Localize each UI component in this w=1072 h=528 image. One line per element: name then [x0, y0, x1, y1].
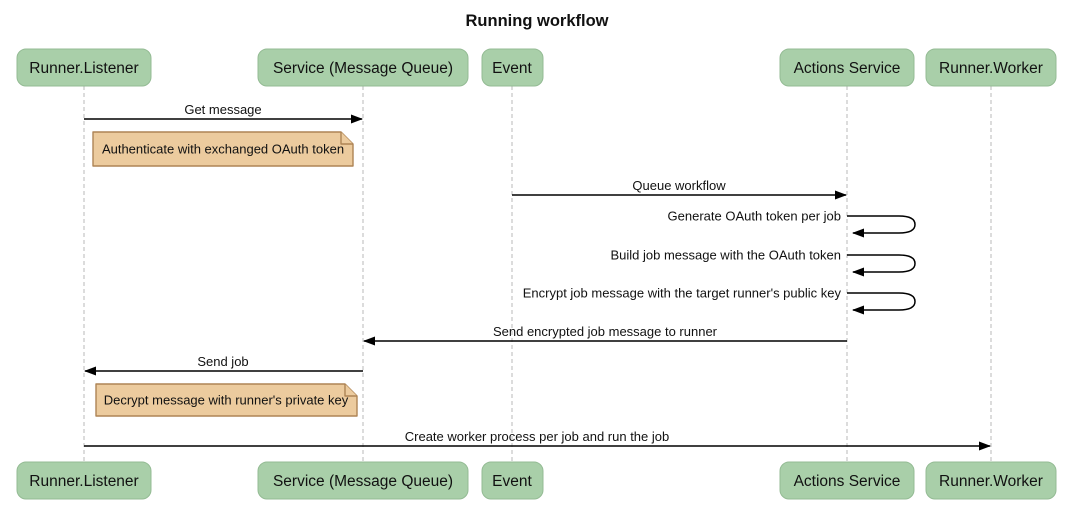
actor-runner-listener-bottom: Runner.Listener [16, 461, 152, 500]
actor-box [257, 461, 469, 500]
message-queue-workflow: Queue workflow [512, 178, 847, 200]
message-label: Queue workflow [632, 178, 726, 193]
self-loop-arrow [847, 254, 916, 277]
message-label: Encrypt job message with the target runn… [523, 286, 842, 301]
self-loop-arrow [847, 215, 916, 238]
actor-box [16, 48, 152, 87]
actor-label: Service (Message Queue) [273, 473, 453, 490]
actor-label: Event [492, 473, 532, 490]
actor-label: Actions Service [794, 60, 901, 77]
note-label: Decrypt message with runner's private ke… [104, 393, 349, 408]
message-label: Send encrypted job message to runner [493, 324, 718, 339]
self-message-generate-token: Generate OAuth token per job [668, 209, 916, 238]
message-send-encrypted: Send encrypted job message to runner [363, 324, 847, 346]
note-label: Authenticate with exchanged OAuth token [102, 142, 344, 157]
self-message-build-job: Build job message with the OAuth token [610, 248, 916, 277]
note-fold-corner [344, 384, 357, 397]
actor-label: Runner.Listener [29, 473, 138, 490]
actor-label: Runner.Listener [29, 60, 138, 77]
note-fold-corner [340, 132, 353, 145]
actor-label: Event [492, 60, 532, 77]
actor-box [779, 461, 915, 500]
actor-event-top: Event [481, 48, 544, 87]
message-label: Create worker process per job and run th… [405, 429, 669, 444]
actor-box [16, 461, 152, 500]
self-loop-arrow [847, 292, 916, 315]
message-label: Get message [184, 102, 261, 117]
diagram-title: Running workflow [466, 12, 609, 30]
actor-box [481, 48, 544, 87]
note-decrypt: Decrypt message with runner's private ke… [95, 383, 358, 417]
actor-label: Service (Message Queue) [273, 60, 453, 77]
actor-actions-service-bottom: Actions Service [779, 461, 915, 500]
actor-runner-worker-bottom: Runner.Worker [925, 461, 1057, 500]
message-label: Build job message with the OAuth token [610, 248, 841, 263]
message-get-message: Get message [84, 102, 363, 124]
actor-service-message-queue-top: Service (Message Queue) [257, 48, 469, 87]
actor-event-bottom: Event [481, 461, 544, 500]
note-shape [95, 383, 358, 417]
message-send-job: Send job [84, 354, 363, 376]
actor-label: Runner.Worker [939, 473, 1043, 490]
actor-box [925, 461, 1057, 500]
actor-label: Runner.Worker [939, 60, 1043, 77]
actor-box [257, 48, 469, 87]
actor-box [925, 48, 1057, 87]
message-label: Send job [197, 354, 248, 369]
note-shape [92, 131, 354, 167]
actor-runner-worker-top: Runner.Worker [925, 48, 1057, 87]
actor-service-message-queue-bottom: Service (Message Queue) [257, 461, 469, 500]
self-message-encrypt-job: Encrypt job message with the target runn… [523, 286, 916, 315]
message-create-worker: Create worker process per job and run th… [84, 429, 991, 451]
actor-box [779, 48, 915, 87]
note-authenticate: Authenticate with exchanged OAuth token [92, 131, 354, 167]
actor-box [481, 461, 544, 500]
actor-label: Actions Service [794, 473, 901, 490]
message-label: Generate OAuth token per job [668, 209, 841, 224]
actor-runner-listener-top: Runner.Listener [16, 48, 152, 87]
actor-actions-service-top: Actions Service [779, 48, 915, 87]
